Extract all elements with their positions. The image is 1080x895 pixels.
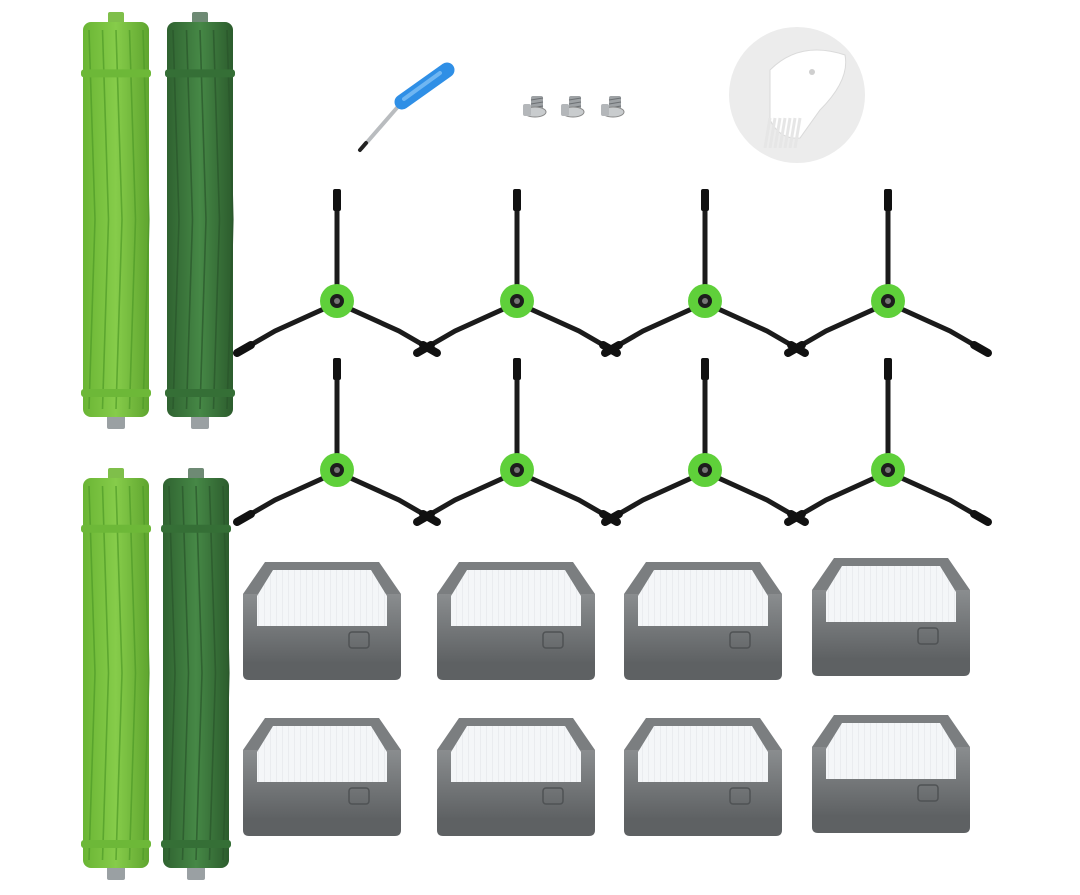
roller-brush-light-icon (81, 468, 151, 880)
screw-icon (523, 96, 547, 118)
filter-icon (624, 562, 782, 680)
filter-icon (812, 558, 970, 676)
side-brush-icon (413, 189, 621, 357)
side-brush-icon (413, 358, 621, 526)
filter-icon (243, 562, 401, 680)
side-brush-icon (784, 189, 992, 357)
filter-icon (437, 718, 595, 836)
filter-icon (812, 715, 970, 833)
screw-icon (601, 96, 625, 118)
filter-icon (624, 718, 782, 836)
roller-brush-dark-icon (165, 12, 235, 429)
filter-icon (243, 718, 401, 836)
screw-icon (561, 96, 585, 118)
cleaning-tool-icon (729, 27, 865, 163)
screwdriver-icon (358, 62, 455, 152)
side-brush-icon (233, 358, 441, 526)
roller-brush-dark-icon (161, 468, 231, 880)
side-brush-icon (784, 358, 992, 526)
side-brush-icon (601, 358, 809, 526)
filter-icon (437, 562, 595, 680)
roller-brush-light-icon (81, 12, 151, 429)
